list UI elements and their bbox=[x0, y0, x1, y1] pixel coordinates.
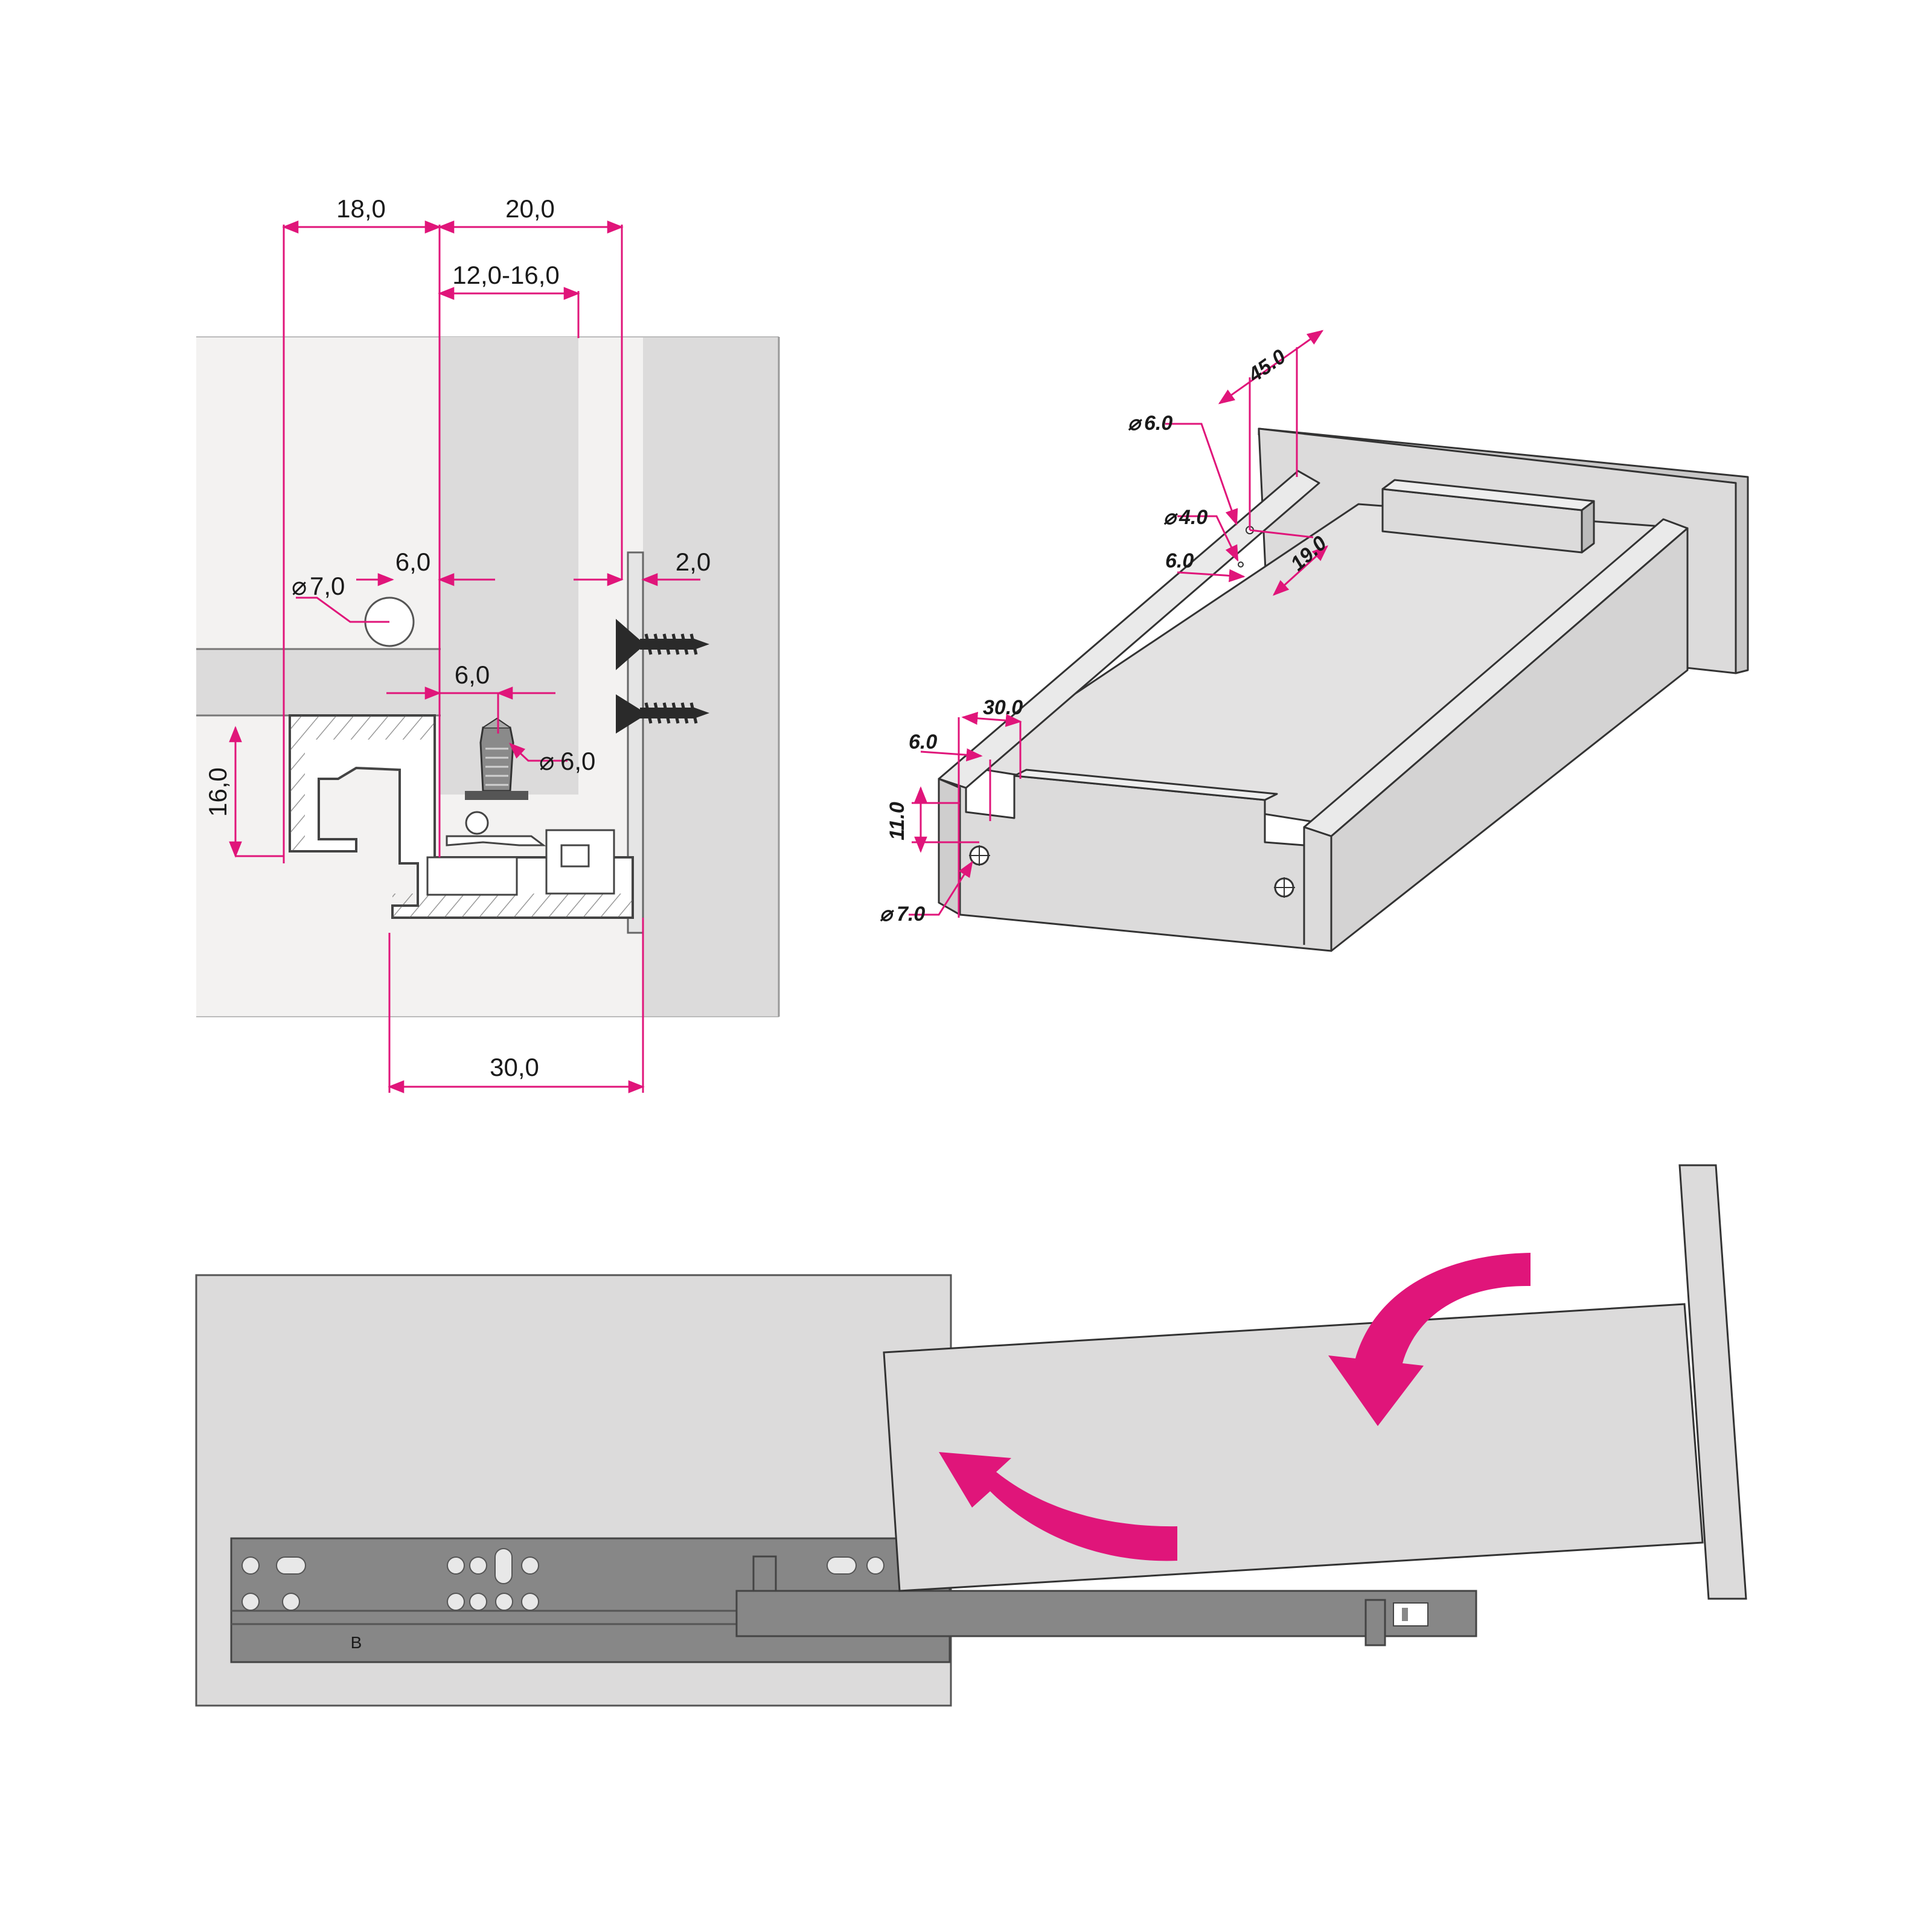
dim-iso-dia4: 4.0 bbox=[1179, 506, 1208, 529]
screw-upper bbox=[616, 619, 709, 670]
dim-pin-dia-symbol: ⌀ bbox=[539, 747, 554, 775]
dim-iso-30: 30.0 bbox=[983, 696, 1023, 719]
cabinet-wall bbox=[643, 337, 779, 1017]
push-in-arrow bbox=[939, 1452, 1177, 1561]
dim-iso-dia6: 6.0 bbox=[1144, 412, 1172, 435]
dim-gap: 2,0 bbox=[676, 548, 711, 576]
rotate-down-arrow bbox=[1328, 1253, 1531, 1426]
installation-view: B bbox=[195, 1164, 1747, 1707]
dim-hole-offset: 6,0 bbox=[395, 548, 430, 576]
dim-range: 12,0-16,0 bbox=[452, 261, 559, 289]
dim-hole-dia: 7,0 bbox=[310, 572, 345, 600]
screw-lower bbox=[616, 694, 709, 734]
iso-dimension-lines bbox=[909, 330, 1328, 918]
drawer-isometric-view bbox=[938, 427, 1749, 952]
dim-bottom-width: 30,0 bbox=[490, 1053, 539, 1081]
dim-iso-dia4-symbol: ⌀ bbox=[1163, 506, 1178, 529]
dim-20: 20,0 bbox=[505, 194, 555, 223]
dim-iso-6-side: 6.0 bbox=[909, 731, 937, 753]
drawer-back bbox=[938, 775, 1332, 952]
dim-iso-dia6-symbol: ⌀ bbox=[1128, 412, 1142, 435]
dim-18: 18,0 bbox=[336, 194, 386, 223]
dim-pin-offset: 6,0 bbox=[455, 661, 490, 689]
drawer-side bbox=[440, 337, 578, 795]
locating-pin bbox=[465, 717, 528, 800]
cross-section-view: 18,0 20,0 12,0-16,0 ⌀ 7,0 6,0 2,0 6,0 ⌀ … bbox=[196, 194, 780, 1093]
slide-catch bbox=[1364, 1599, 1386, 1646]
rail-holes bbox=[242, 1548, 884, 1611]
dim-iso-6-top: 6.0 bbox=[1165, 549, 1194, 572]
dim-height: 16,0 bbox=[203, 767, 232, 817]
dim-hole-dia-symbol: ⌀ bbox=[292, 572, 307, 600]
dim-pin-dia: 6,0 bbox=[560, 747, 595, 775]
extended-slide bbox=[735, 1590, 1477, 1637]
drawer-bottom bbox=[196, 649, 441, 715]
dim-iso-dia7: 7.0 bbox=[897, 903, 925, 926]
rail-marker: B bbox=[351, 1633, 362, 1652]
drawer-front-panel bbox=[1678, 1164, 1747, 1600]
dim-iso-dia7-symbol: ⌀ bbox=[880, 903, 894, 926]
dim-iso-11: 11.0 bbox=[886, 802, 909, 840]
drawer-box bbox=[883, 1303, 1704, 1592]
